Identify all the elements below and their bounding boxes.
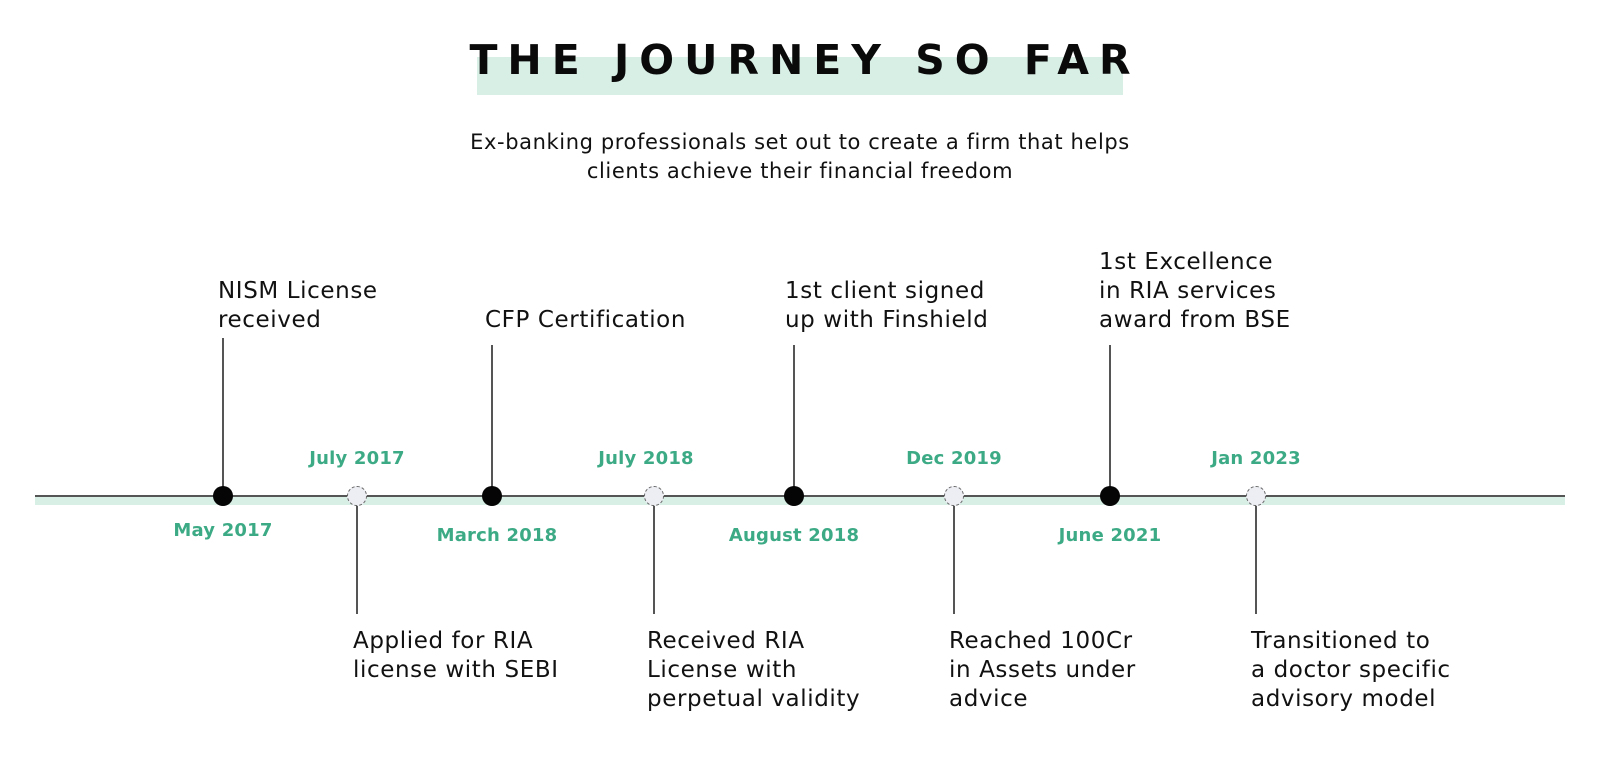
milestone-date: March 2018	[436, 525, 558, 546]
milestone-marker-hollow	[347, 486, 367, 506]
milestone-label-line: NISM License	[218, 278, 378, 304]
title-highlight	[477, 57, 1123, 95]
milestone-stem	[356, 496, 358, 614]
milestone-stem	[953, 496, 955, 614]
milestone-label-line: Received RIA	[647, 628, 805, 654]
milestone-date: July 2018	[598, 448, 694, 469]
milestone-label-line: 1st client signed	[785, 278, 985, 304]
milestone-label: Applied for RIA license with SEBI	[353, 627, 559, 685]
milestone-label-line: up with Finshield	[785, 307, 989, 333]
milestone-stem	[222, 338, 224, 496]
milestone-label: Reached 100Cr in Assets under advice	[949, 627, 1136, 714]
milestone-label: Received RIA License with perpetual vali…	[647, 627, 860, 714]
milestone-label-line: advisory model	[1251, 686, 1437, 712]
milestone-date: Dec 2019	[906, 448, 1002, 469]
milestone-label: 1st client signed up with Finshield	[785, 277, 988, 335]
milestone-label-line: in Assets under	[949, 657, 1136, 683]
milestone-date: August 2018	[728, 525, 860, 546]
title-container: THE JOURNEY SO FAR	[0, 34, 1600, 86]
milestone-label-line: Reached 100Cr	[949, 628, 1133, 654]
milestone-marker-filled	[482, 486, 502, 506]
milestone-label: CFP Certification	[485, 306, 686, 335]
subtitle-line: Ex-banking professionals set out to crea…	[470, 130, 1130, 154]
milestone-stem	[1255, 496, 1257, 614]
milestone-label-line: License with	[647, 657, 798, 683]
milestone-date: Jan 2023	[1211, 448, 1301, 469]
milestone-marker-hollow	[1246, 486, 1266, 506]
milestone-label-line: in RIA services	[1099, 278, 1277, 304]
milestone-marker-filled	[213, 486, 233, 506]
milestone-marker-filled	[1100, 486, 1120, 506]
milestone-date: July 2017	[309, 448, 405, 469]
milestone-label-line: Applied for RIA	[353, 628, 534, 654]
milestone-marker-filled	[784, 486, 804, 506]
subtitle-line: clients achieve their financial freedom	[586, 159, 1014, 183]
milestone-stem	[1109, 345, 1111, 496]
milestone-date: June 2021	[1058, 525, 1162, 546]
milestone-stem	[793, 345, 795, 496]
milestone-label-line: perpetual validity	[647, 686, 861, 712]
milestone-label-line: received	[218, 307, 322, 333]
page-subtitle: Ex-banking professionals set out to crea…	[0, 128, 1600, 186]
milestone-label: Transitioned to a doctor specific adviso…	[1251, 627, 1451, 714]
milestone-date: May 2017	[173, 520, 273, 541]
milestone-label-line: Transitioned to	[1251, 628, 1431, 654]
milestone-label-line: 1st Excellence	[1099, 249, 1274, 275]
milestone-label-line: license with SEBI	[353, 657, 559, 683]
milestone-marker-hollow	[644, 486, 664, 506]
milestone-label: NISM License received	[218, 277, 378, 335]
milestone-stem	[491, 345, 493, 496]
milestone-label-line: advice	[949, 686, 1029, 712]
milestone-stem	[653, 496, 655, 614]
milestone-label-line: award from BSE	[1099, 307, 1291, 333]
milestone-label: 1st Excellence in RIA services award fro…	[1099, 248, 1291, 335]
milestone-label-line: a doctor specific	[1251, 657, 1451, 683]
page-title: THE JOURNEY SO FAR	[469, 36, 1141, 84]
milestone-marker-hollow	[944, 486, 964, 506]
milestone-label-line: CFP Certification	[485, 307, 687, 333]
